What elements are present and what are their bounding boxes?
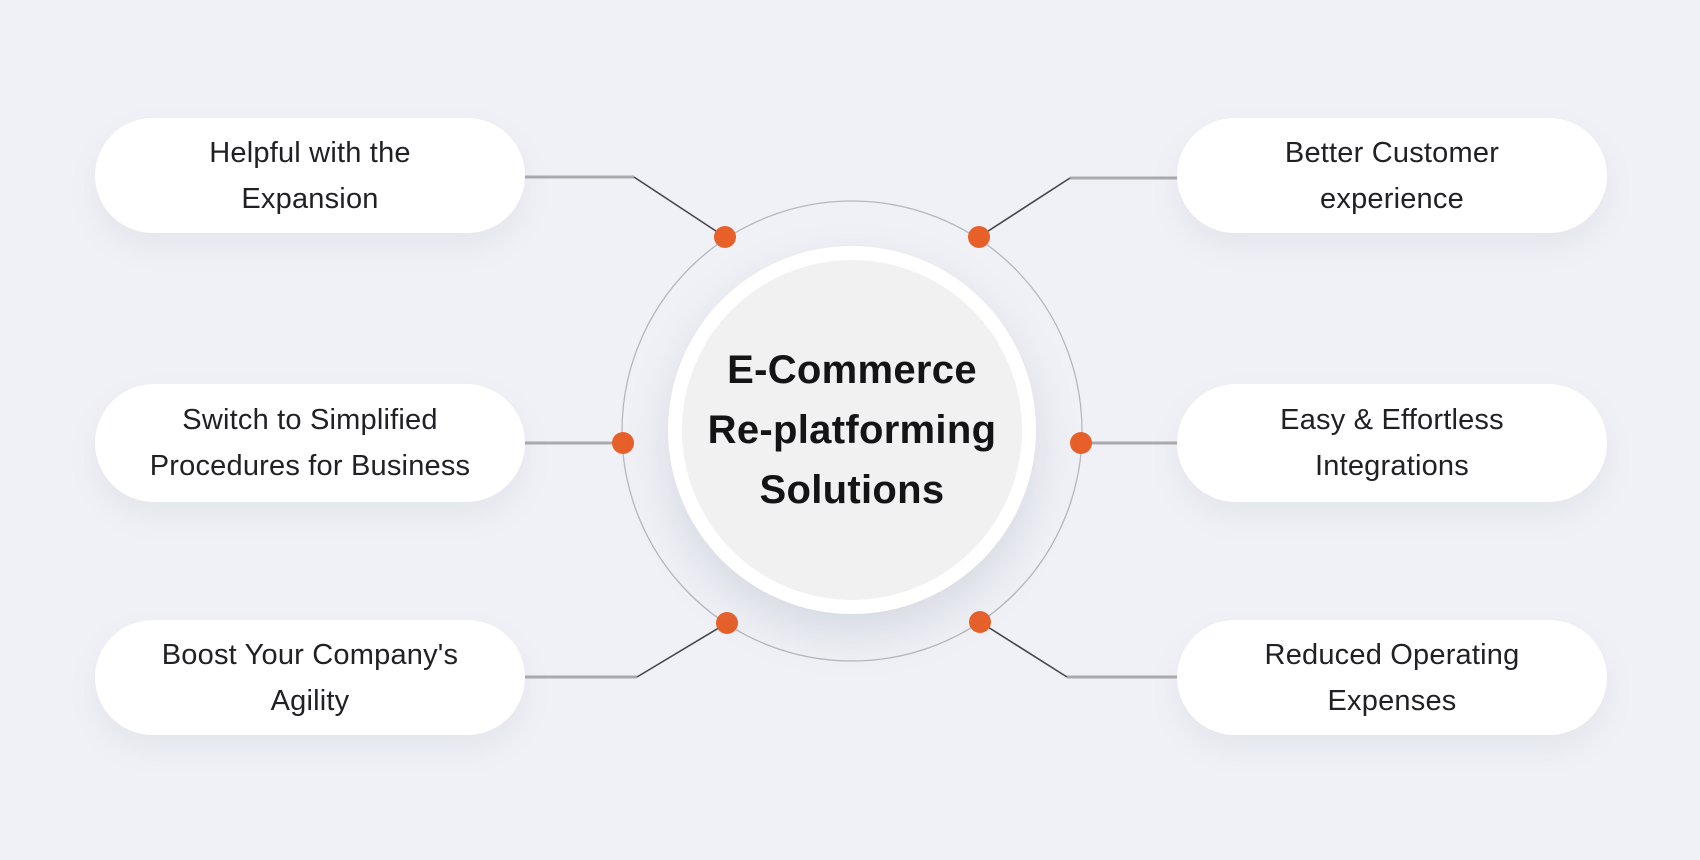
connector-bottom-left-diagonal — [636, 622, 728, 678]
benefit-pill-customer-experience: Better Customer experience — [1177, 118, 1607, 233]
center-circle: E-Commerce Re-platforming Solutions — [668, 246, 1036, 614]
benefit-label: Better Customer experience — [1284, 136, 1500, 215]
center-title: E-Commerce Re-platforming Solutions — [707, 348, 997, 512]
node-dot-top-right — [968, 226, 990, 248]
node-dot-mid-left — [612, 432, 634, 454]
node-dot-mid-right — [1070, 432, 1092, 454]
orbit-ring — [621, 200, 1083, 662]
benefit-pill-effortless-integrations: Easy & Effortless Integrations — [1177, 384, 1607, 502]
node-dot-bottom-right — [969, 611, 991, 633]
benefit-label: Switch to Simplified Procedures for Busi… — [149, 404, 471, 482]
benefit-pill-expansion: Helpful with the Expansion — [95, 118, 525, 233]
connector-bottom-right-diagonal — [979, 621, 1068, 678]
center-circle-inner: E-Commerce Re-platforming Solutions — [682, 260, 1022, 600]
benefit-label: Helpful with the Expansion — [209, 136, 411, 215]
node-dot-bottom-left — [716, 612, 738, 634]
benefit-pill-simplified-procedures: Switch to Simplified Procedures for Busi… — [95, 384, 525, 502]
benefit-pill-reduced-expenses: Reduced Operating Expenses — [1177, 620, 1607, 735]
benefit-pill-company-agility: Boost Your Company's Agility — [95, 620, 525, 735]
benefit-label: Boost Your Company's Agility — [161, 638, 459, 717]
connector-top-left-diagonal — [633, 176, 726, 238]
benefit-label: Easy & Effortless Integrations — [1280, 404, 1504, 482]
benefit-label: Reduced Operating Expenses — [1264, 638, 1520, 717]
connector-top-right-diagonal — [978, 177, 1071, 238]
node-dot-top-left — [714, 226, 736, 248]
